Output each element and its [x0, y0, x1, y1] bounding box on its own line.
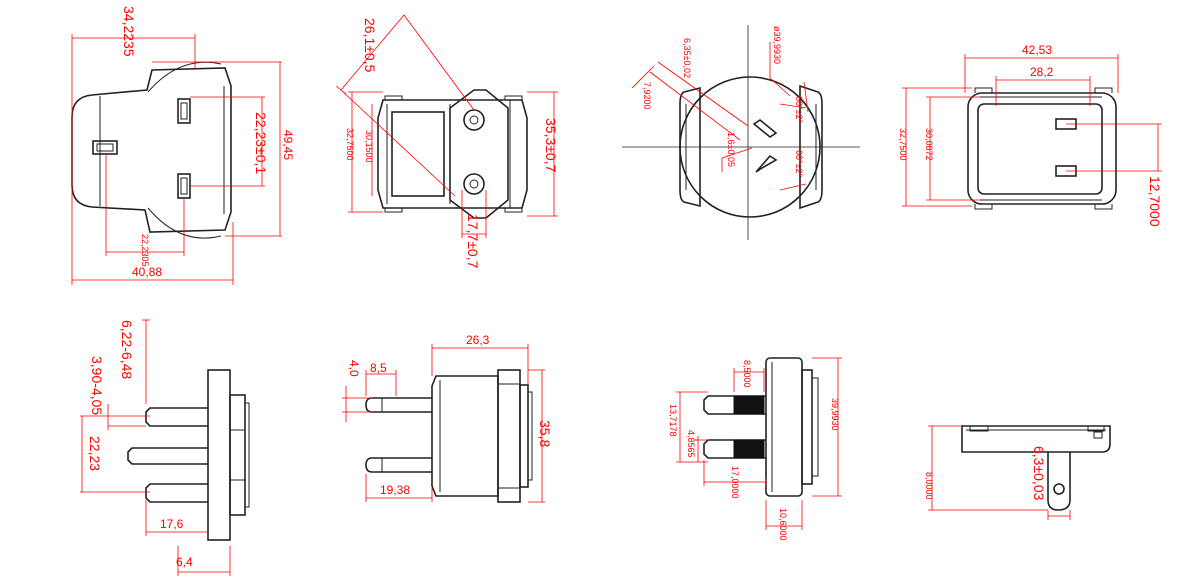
dim-eu-side-width: 26,3 [466, 333, 490, 347]
dim-uk-side-pin-a: 6,22-6,48 [119, 320, 135, 379]
dim-eu-front-h-inner: 30,1500 [364, 130, 374, 163]
dim-round-offset: 7,9200 [642, 82, 652, 110]
dim-au-side-band: 8,5000 [742, 360, 752, 388]
dim-eu-front-h-outer: 32,7500 [345, 128, 355, 161]
dim-round-angle-top: 60°±2° [794, 96, 804, 124]
dim-us-front-width: 42,53 [1022, 43, 1052, 57]
dim-uk-side-length: 17,6 [160, 517, 184, 531]
dim-uk-front-bottom-inner: 22,2305 [140, 234, 150, 267]
dim-uk-front-width-top: 34,2235 [121, 6, 137, 57]
view-us-front: 42,53 28,2 32,7500 30,0872 12,7000 [898, 43, 1163, 227]
view-us-side: 8,0000 6,3±0,03 [924, 425, 1111, 520]
dim-eu-side-height: 35,8 [537, 420, 553, 447]
dim-us-side-height: 8,0000 [924, 472, 934, 500]
dim-uk-front-height: 49,45 [281, 130, 295, 160]
view-uk-side: 6,22-6,48 3,90-4,05 22,23 17,6 6,4 [80, 319, 250, 576]
dim-us-front-pin-span: 28,2 [1030, 65, 1054, 79]
dim-uk-side-pin-b: 3,90-4,05 [89, 356, 105, 415]
dim-eu-front-height: 35,3±0,7 [543, 118, 559, 173]
dim-au-side-length: 17,0000 [730, 466, 740, 499]
dim-round-angle-bottom: 60°±2° [794, 150, 804, 178]
dim-uk-side-depth: 6,4 [176, 555, 193, 569]
dim-us-front-h-outer: 32,7500 [898, 128, 908, 161]
view-eu-side: 26,3 4,0 8,5 35,8 19,38 [342, 333, 553, 503]
view-eu-front: 26,1±0,5 32,7500 30,1500 35,3±0,7 17,7±0… [335, 14, 559, 269]
dim-au-side-height: 39,9930 [830, 398, 840, 431]
dim-uk-front-bottom-width: 40,88 [132, 265, 162, 279]
dim-eu-side-pin-dia: 4,0 [347, 360, 361, 377]
dim-au-side-pin-dia: 4,8565 [686, 430, 696, 458]
dim-eu-side-pin-tip: 8,5 [370, 361, 387, 375]
dim-round-slot-width: 1,6±0,05 [726, 132, 736, 167]
dim-eu-front-diag: 26,1±0,5 [362, 18, 378, 73]
dim-au-side-depth: 10,6000 [778, 508, 788, 541]
dim-us-side-pin: 6,3±0,03 [1031, 446, 1047, 501]
dim-us-front-pin-spacing: 12,7000 [1147, 176, 1163, 227]
dim-eu-front-pin: 17,7±0,7 [465, 214, 481, 269]
view-round-front: 6,35±0,02 ø39,9930 7,9200 60°±2° 60°±2° … [622, 25, 860, 240]
dim-uk-side-pin-spacing: 22,23 [87, 436, 103, 471]
dim-au-side-pin-spacing: 13,7178 [668, 404, 678, 437]
dim-round-pin-dia: 6,35±0,02 [682, 38, 692, 78]
dim-uk-front-pin-spacing: 22,23±0,1 [253, 112, 269, 174]
view-uk-front: 34,2235 49,45 22,23±0,1 22,2305 40,88 [71, 6, 295, 285]
view-au-side: 8,5000 13,7178 4,8565 17,0000 39,9930 10… [668, 357, 842, 541]
dim-us-front-h-inner: 30,0872 [924, 128, 934, 161]
dim-eu-side-pin-length: 19,38 [380, 483, 410, 497]
dim-round-diameter: ø39,9930 [772, 26, 782, 64]
